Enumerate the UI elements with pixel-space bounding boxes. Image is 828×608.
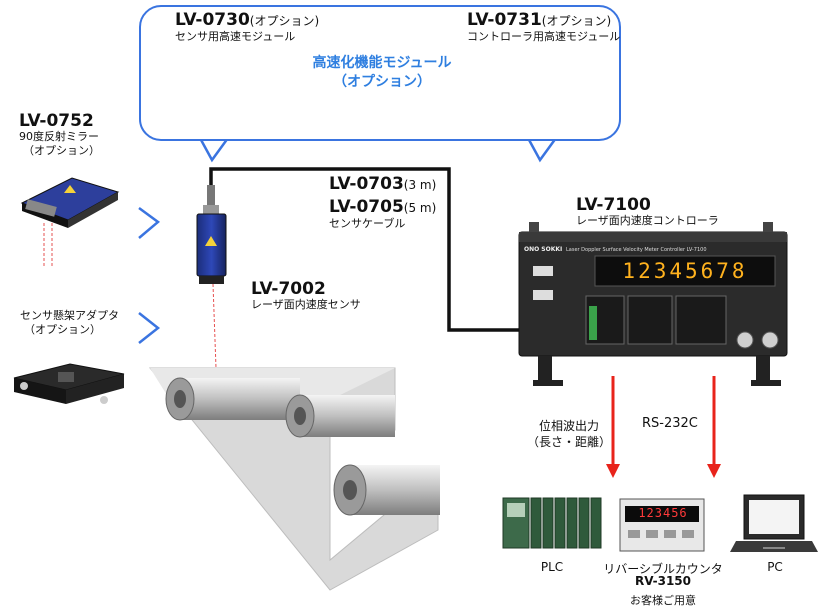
pc-label: PC bbox=[767, 560, 783, 574]
pc-image bbox=[730, 494, 818, 552]
adapter-label: センサ懸架アダプタ （オプション） bbox=[20, 309, 119, 337]
high-speed-title-line1: 高速化機能モジュール bbox=[312, 55, 452, 71]
sensor-label: LV-7002 レーザ面内速度センサ bbox=[251, 280, 361, 312]
sensor-head bbox=[196, 185, 227, 369]
plc-label: PLC bbox=[540, 560, 564, 574]
phase-output-line1: 位相波出力 bbox=[539, 419, 600, 433]
lv0731-model: LV-0731 bbox=[467, 10, 542, 30]
lv0730-desc: センサ用高速モジュール bbox=[175, 30, 296, 43]
phase-output-label: 位相波出力 （長さ・距離） bbox=[527, 418, 611, 450]
cable-model-1: LV-0703 bbox=[329, 174, 404, 194]
controller-label: LV-7100 レーザ面内速度コントローラ bbox=[576, 196, 719, 228]
high-speed-title-line2: （オプション） bbox=[333, 74, 431, 90]
top-option-bubble bbox=[139, 5, 621, 141]
sensor-cable-line bbox=[209, 167, 520, 332]
cable-length-1: (3 m) bbox=[403, 178, 437, 192]
controller-brand: ONO SOKKI bbox=[524, 246, 563, 253]
counter-label: リバーシブルカウンタ bbox=[603, 562, 723, 576]
controller-panel-title: Laser Doppler Surface Velocity Meter Con… bbox=[566, 247, 707, 253]
lv0752-desc: 90度反射ミラー bbox=[19, 130, 99, 143]
lv0730-model: LV-0730 bbox=[175, 10, 250, 30]
controller-device bbox=[518, 222, 788, 386]
counter-model-label: RV-3150 bbox=[634, 574, 692, 588]
cable-model-2: LV-0705 bbox=[329, 197, 404, 217]
film-rollers bbox=[148, 367, 440, 591]
controller-display: 12345678 bbox=[622, 259, 748, 283]
adapter-option: （オプション） bbox=[24, 323, 101, 336]
lv0752-option: （オプション） bbox=[23, 144, 100, 157]
cable-label: LV-0703(3 m) LV-0705(5 m) センサケーブル bbox=[329, 175, 436, 231]
adapter-image bbox=[13, 363, 125, 404]
sensor-model: LV-7002 bbox=[251, 279, 326, 299]
controller-model: LV-7100 bbox=[576, 195, 651, 215]
output-arrows bbox=[606, 376, 721, 478]
mirror-image bbox=[20, 177, 120, 268]
controller-desc: レーザ面内速度コントローラ bbox=[576, 214, 719, 227]
rs232c-label: RS-232C bbox=[642, 416, 698, 431]
phase-output-line2: （長さ・距離） bbox=[527, 435, 612, 449]
lv0730-label: LV-0730(オプション) センサ用高速モジュール bbox=[175, 11, 319, 44]
counter-image bbox=[619, 498, 705, 552]
adapter-desc: センサ懸架アダプタ bbox=[20, 309, 119, 322]
customer-note: お客様ご用意 bbox=[630, 594, 696, 607]
top-bubble-tail-right bbox=[526, 137, 558, 163]
lv0731-desc: コントローラ用高速モジュール bbox=[467, 30, 621, 43]
lv0731-label: LV-0731(オプション) コントローラ用高速モジュール bbox=[467, 11, 620, 44]
top-bubble-tail-left bbox=[198, 137, 230, 163]
lv0731-option: (オプション) bbox=[541, 14, 612, 28]
plc-image bbox=[502, 497, 602, 549]
lv0730-option: (オプション) bbox=[249, 14, 320, 28]
lv0752-model: LV-0752 bbox=[19, 111, 94, 131]
cable-length-2: (5 m) bbox=[403, 201, 437, 215]
lv0752-label: LV-0752 90度反射ミラー （オプション） bbox=[19, 112, 100, 158]
cable-desc: センサケーブル bbox=[329, 217, 406, 230]
high-speed-module-title: 高速化機能モジュール （オプション） bbox=[298, 54, 466, 92]
mirror-bubble-tail bbox=[138, 206, 161, 239]
adapter-bubble-tail bbox=[138, 312, 161, 344]
counter-display: 123456 bbox=[638, 506, 688, 520]
sensor-desc: レーザ面内速度センサ bbox=[251, 298, 361, 311]
